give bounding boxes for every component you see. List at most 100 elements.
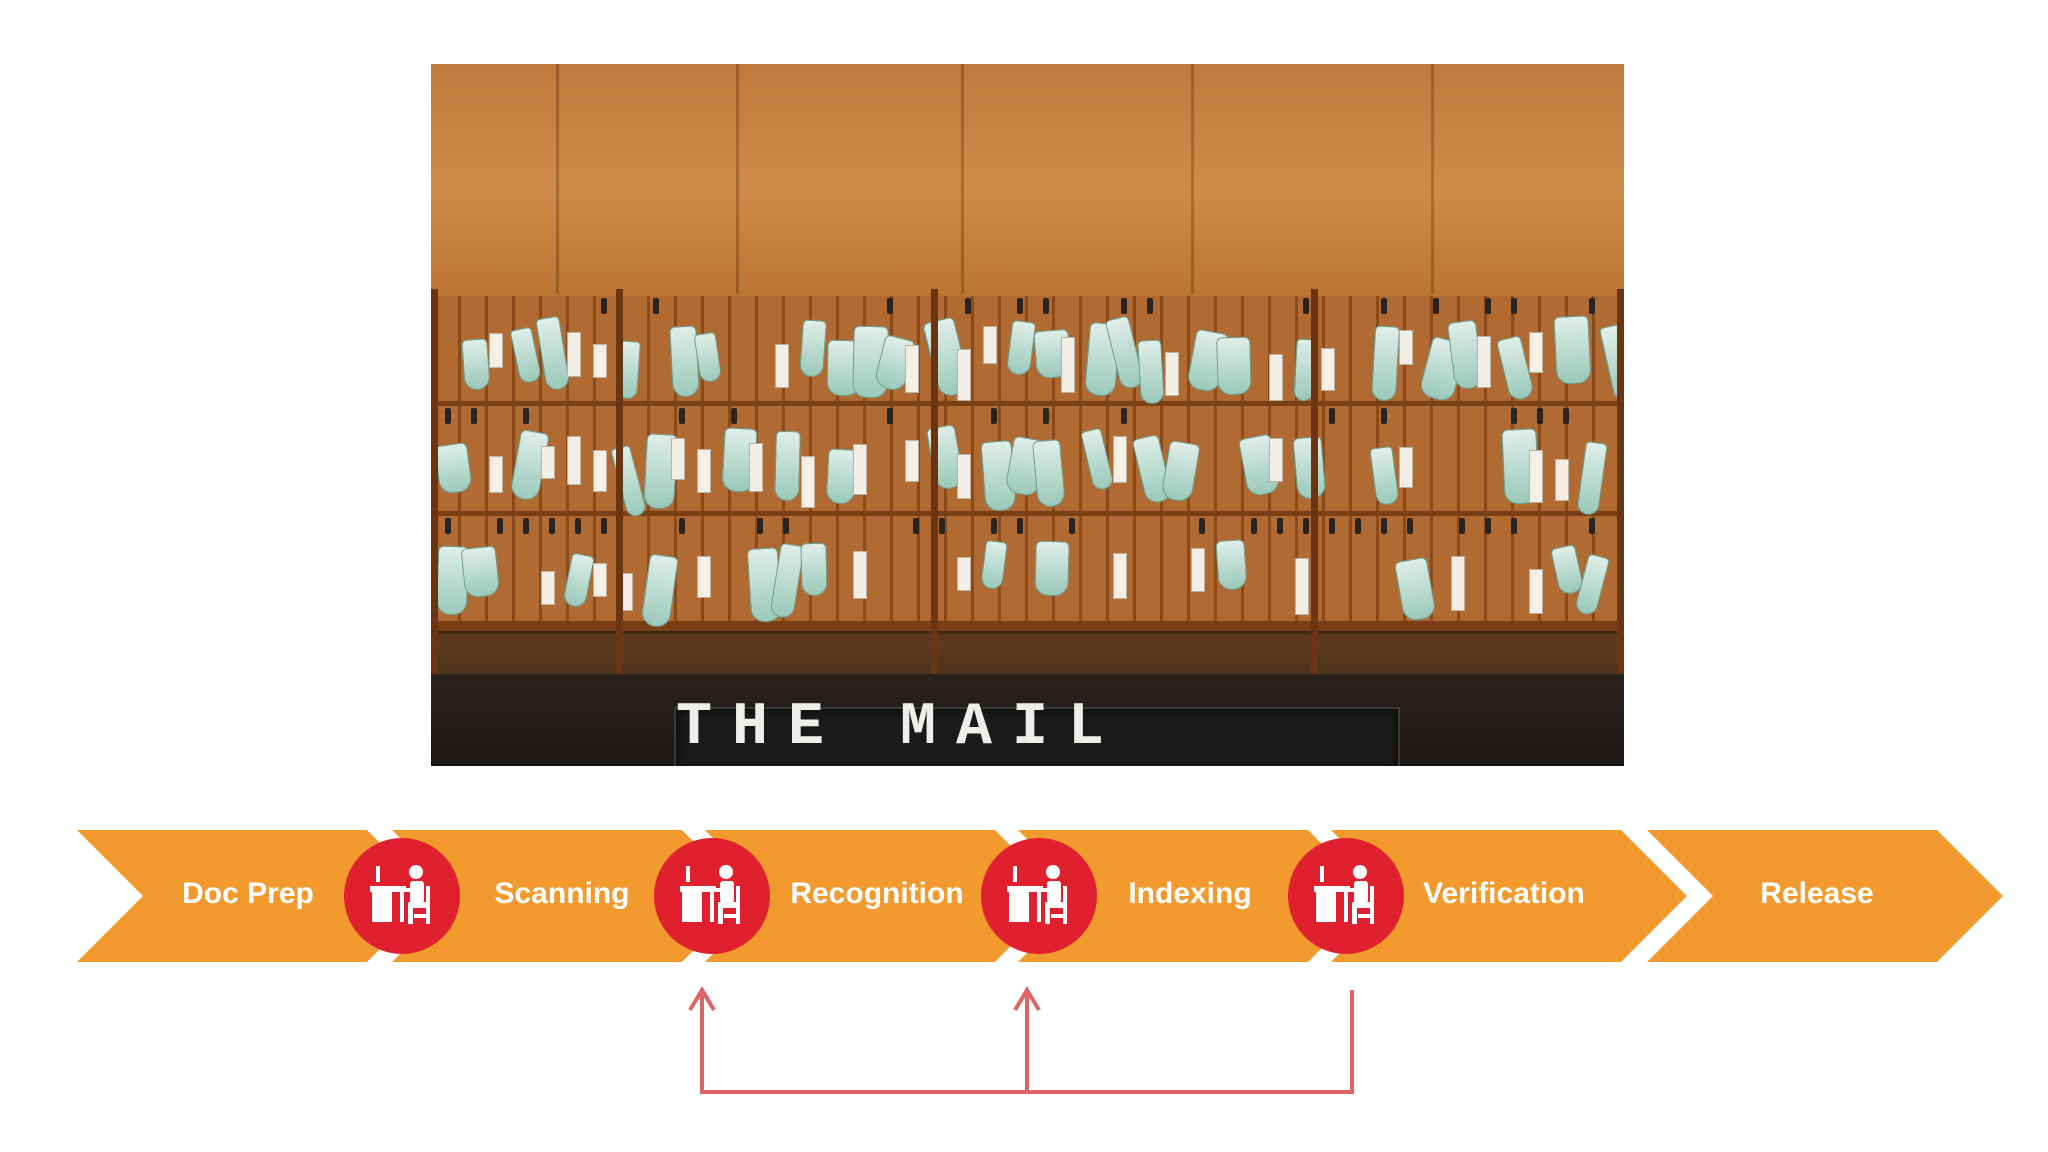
binder-clip <box>523 518 529 534</box>
binder-clip <box>1589 518 1595 534</box>
binder-clip <box>549 518 555 534</box>
shelf-divider <box>616 289 623 674</box>
binder-clip <box>913 518 919 534</box>
binder-clip <box>1017 518 1023 534</box>
binder-clip <box>679 408 685 424</box>
binder-clip <box>1043 298 1049 314</box>
mail-card <box>1113 436 1127 483</box>
binder-clip <box>1121 408 1127 424</box>
mail-card <box>749 443 763 492</box>
mail-card <box>853 443 867 496</box>
binder-clip <box>1381 518 1387 534</box>
step-label-doc-prep: Doc Prep <box>182 877 314 910</box>
binder-clip <box>1329 518 1335 534</box>
mail-bundle <box>1034 540 1070 597</box>
binder-clip <box>471 408 477 424</box>
shelf-divider <box>1311 289 1318 674</box>
feedback-loop-arrows <box>688 986 1354 1094</box>
mail-bundle <box>1292 435 1327 500</box>
mail-card <box>593 562 607 598</box>
step-label-release: Release <box>1760 877 1874 910</box>
mail-bundle <box>774 431 801 502</box>
mail-card <box>671 437 685 480</box>
mail-card <box>1165 351 1179 396</box>
binder-clip <box>1355 518 1361 534</box>
mail-card <box>593 344 607 379</box>
mail-card <box>1295 558 1309 615</box>
wall-panel-seam <box>1431 64 1434 294</box>
mail-bundle <box>460 544 501 599</box>
binder-clip <box>601 518 607 534</box>
mail-card <box>905 439 919 483</box>
mail-card <box>1529 569 1543 614</box>
mail-card <box>1061 336 1075 393</box>
mail-bundle <box>1216 336 1252 396</box>
mail-card <box>1399 446 1413 488</box>
mail-card <box>567 436 581 485</box>
mail-card <box>957 349 971 402</box>
pigeonhole-row <box>431 516 1624 621</box>
binder-clip <box>1303 518 1309 534</box>
binder-clip <box>601 298 607 314</box>
mail-card <box>775 343 789 389</box>
binder-clip <box>1485 518 1491 534</box>
arrow-up-icon <box>688 986 716 1012</box>
step-label-indexing: Indexing <box>1128 877 1252 910</box>
mail-card <box>801 455 815 508</box>
binder-clip <box>887 298 893 314</box>
wall-panel-seam <box>736 64 739 294</box>
mail-card <box>1269 438 1283 482</box>
mail-card <box>1269 354 1283 401</box>
wall-panel-seam <box>556 64 559 294</box>
binder-clip <box>1563 408 1569 424</box>
binder-clip <box>1433 298 1439 314</box>
binder-clip <box>1381 298 1387 314</box>
shelf-divider <box>931 289 938 674</box>
binder-clip <box>1511 518 1517 534</box>
binder-clip <box>679 518 685 534</box>
mail-card <box>1477 336 1491 388</box>
mail-card <box>1451 555 1465 611</box>
mail-card <box>983 326 997 364</box>
binder-clip <box>783 518 789 534</box>
binder-clip <box>991 518 997 534</box>
binder-clip <box>991 408 997 424</box>
binder-clip <box>497 518 503 534</box>
mail-bundle <box>1370 325 1401 403</box>
mail-bundle <box>461 337 491 391</box>
shelf-divider <box>431 289 438 674</box>
binder-clip <box>965 298 971 314</box>
mail-bundle <box>800 542 828 597</box>
binder-clip <box>1199 518 1205 534</box>
mail-card <box>1529 332 1543 373</box>
mail-bundle <box>1553 315 1592 385</box>
binder-clip <box>1251 518 1257 534</box>
binder-clip <box>445 408 451 424</box>
binder-clip <box>1407 518 1413 534</box>
shelf-board <box>431 621 1624 631</box>
mail-card <box>1529 450 1543 503</box>
binder-clip <box>1329 408 1335 424</box>
mail-card <box>489 332 503 368</box>
binder-clip <box>1121 298 1127 314</box>
mail-card <box>593 449 607 492</box>
binder-clip <box>1537 408 1543 424</box>
binder-clip <box>1511 408 1517 424</box>
step-label-scanning: Scanning <box>494 877 630 910</box>
mail-card <box>905 345 919 393</box>
binder-clip <box>445 518 451 534</box>
binder-clip <box>575 518 581 534</box>
wall-panel-seam <box>961 64 964 294</box>
feedback-loop-line <box>700 990 1354 1094</box>
mail-bundle <box>798 319 828 379</box>
mail-bundle <box>1137 339 1165 405</box>
step-label-verification: Verification <box>1423 877 1585 910</box>
mail-card <box>1191 547 1205 593</box>
binder-clip <box>757 518 763 534</box>
arrow-up-icon <box>1013 986 1041 1012</box>
mail-card <box>853 550 867 600</box>
mail-card <box>697 449 711 493</box>
mail-card <box>1321 347 1335 392</box>
mail-card <box>541 445 555 480</box>
binder-clip <box>653 298 659 314</box>
